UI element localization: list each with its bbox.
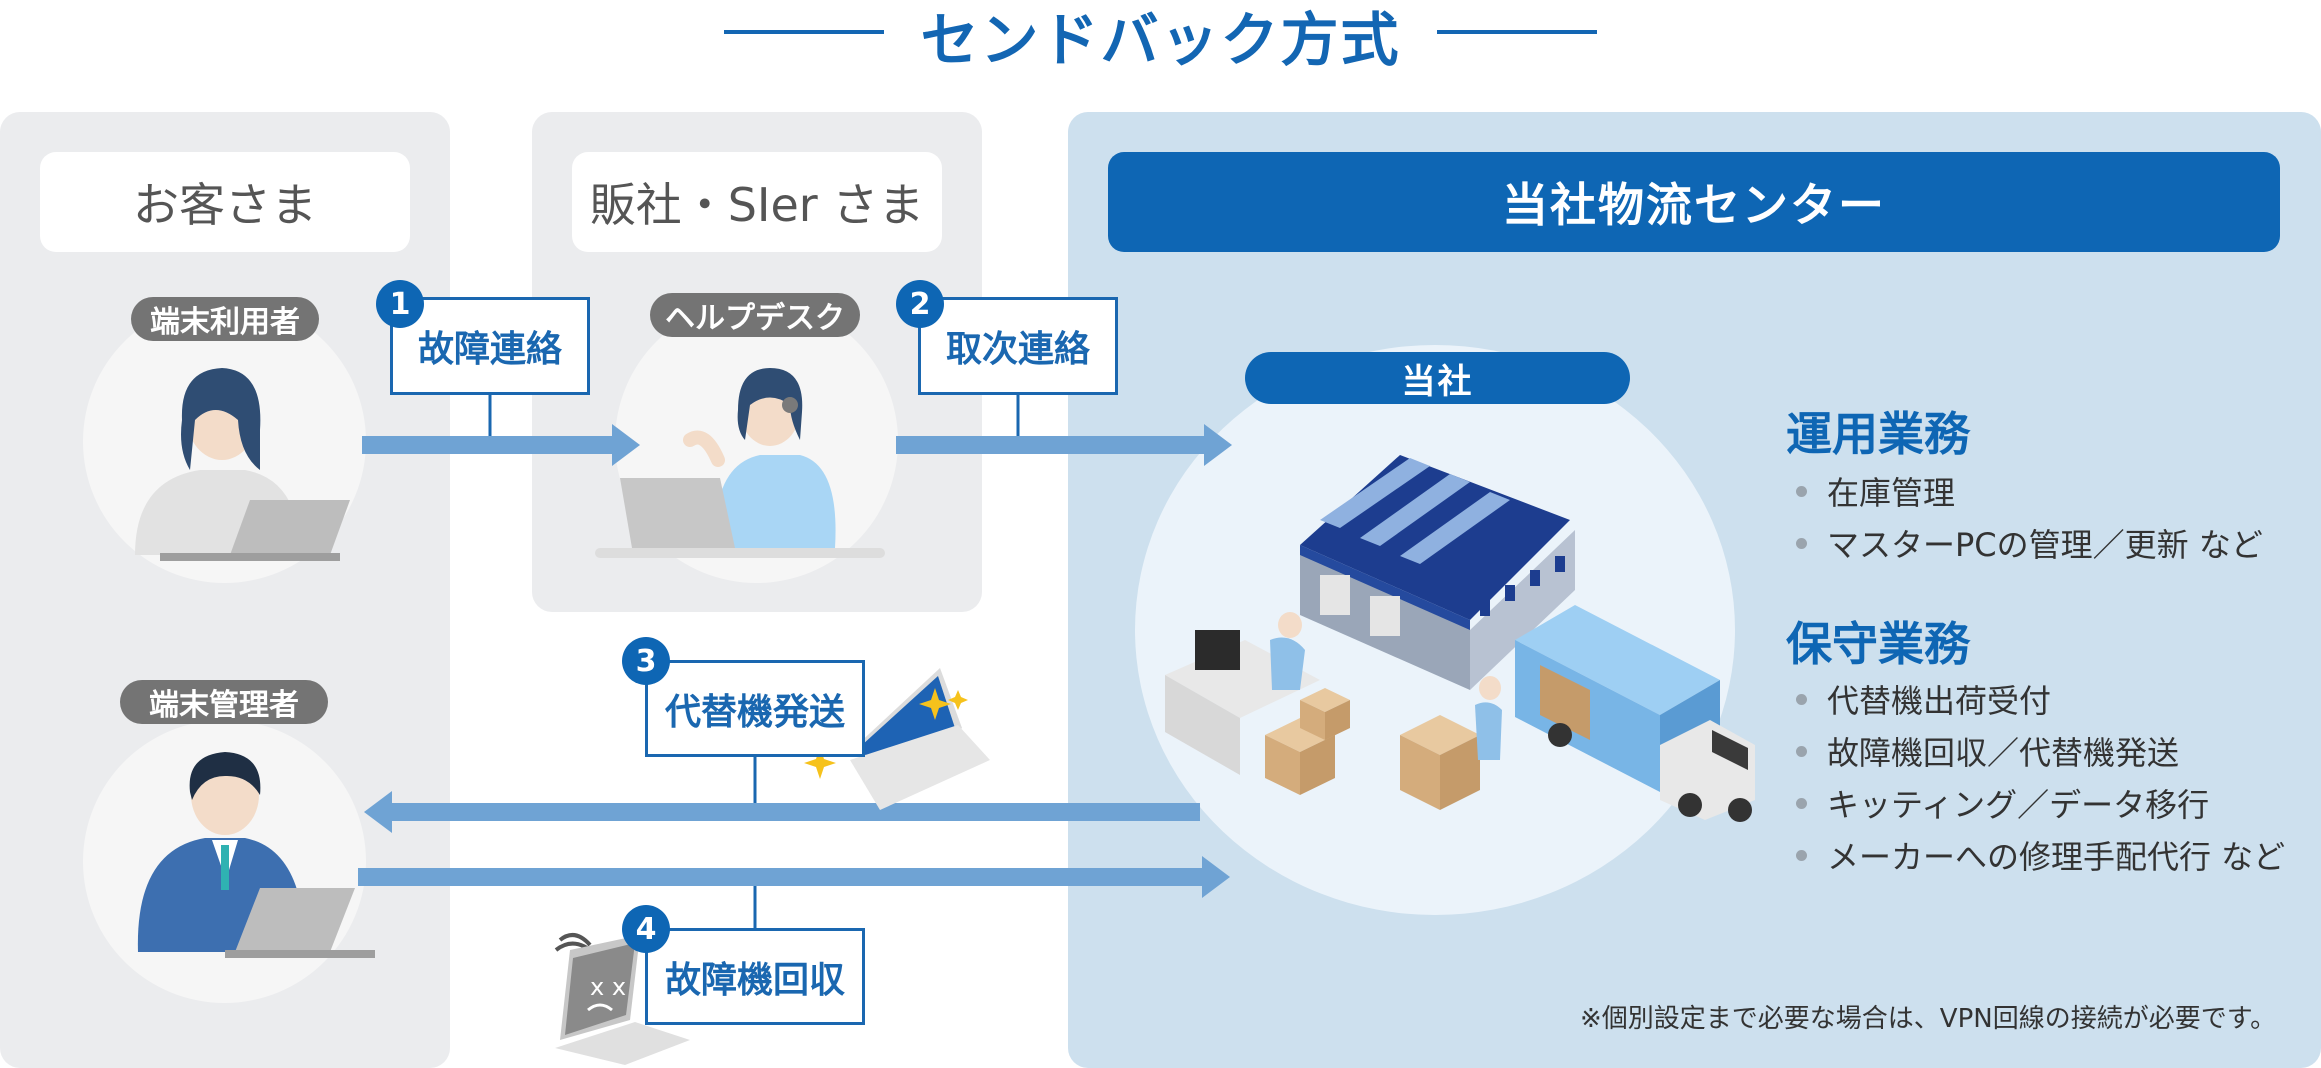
broken-laptop-illustration: x x — [554, 933, 690, 1065]
step3-number: 3 — [622, 637, 670, 685]
arrow-user-to-helpdesk — [362, 424, 640, 466]
step4-box: 故障機回収 — [645, 928, 865, 1025]
boxes-illustration — [1265, 676, 1502, 810]
admin-illustration — [137, 752, 375, 958]
admin-badge: 端末管理者 — [120, 680, 328, 724]
operations-item: 在庫管理 — [1796, 468, 1955, 514]
warehouse-illustration — [1300, 455, 1575, 690]
maintenance-heading: 保守業務 — [1786, 617, 1970, 671]
end-user-badge: 端末利用者 — [131, 297, 319, 341]
svg-text:x x: x x — [590, 973, 626, 1001]
step2-box: 取次連絡 — [918, 297, 1118, 395]
end-user-illustration — [135, 368, 350, 561]
arrow-center-to-admin — [364, 791, 1200, 833]
customer-column-label: お客さま — [40, 152, 410, 252]
maintenance-item: キッティング／データ移行 — [1796, 780, 2209, 826]
replacement-laptop-illustration — [804, 668, 990, 810]
center-column-label: 当社物流センター — [1108, 152, 2280, 252]
reception-desk-illustration — [1165, 612, 1320, 775]
step4-number: 4 — [622, 905, 670, 953]
maintenance-item: 代替機出荷受付 — [1796, 676, 2051, 722]
operations-heading: 運用業務 — [1786, 407, 1970, 461]
step1-number: 1 — [376, 280, 424, 328]
arrow-helpdesk-to-center — [896, 424, 1232, 466]
step2-number: 2 — [896, 280, 944, 328]
title-rule-left — [724, 30, 884, 34]
helpdesk-illustration — [595, 368, 885, 558]
step1-box: 故障連絡 — [390, 297, 590, 395]
reseller-column-label: 販社・SIer さま — [572, 152, 942, 252]
page-title: センドバック方式 — [920, 6, 1401, 74]
arrow-admin-to-center — [358, 856, 1230, 898]
operations-item: マスターPCの管理／更新 など — [1796, 520, 2263, 566]
helpdesk-badge: ヘルプデスク — [650, 293, 860, 337]
company-badge: 当社 — [1245, 352, 1630, 404]
step3-box: 代替機発送 — [645, 660, 865, 757]
maintenance-item: 故障機回収／代替機発送 — [1796, 728, 2179, 774]
maintenance-item: メーカーへの修理手配代行 など — [1796, 832, 2285, 878]
title-rule-right — [1437, 30, 1597, 34]
footnote: ※個別設定まで必要な場合は、VPN回線の接続が必要です。 — [1580, 1004, 2277, 1034]
truck-illustration — [1515, 605, 1755, 822]
